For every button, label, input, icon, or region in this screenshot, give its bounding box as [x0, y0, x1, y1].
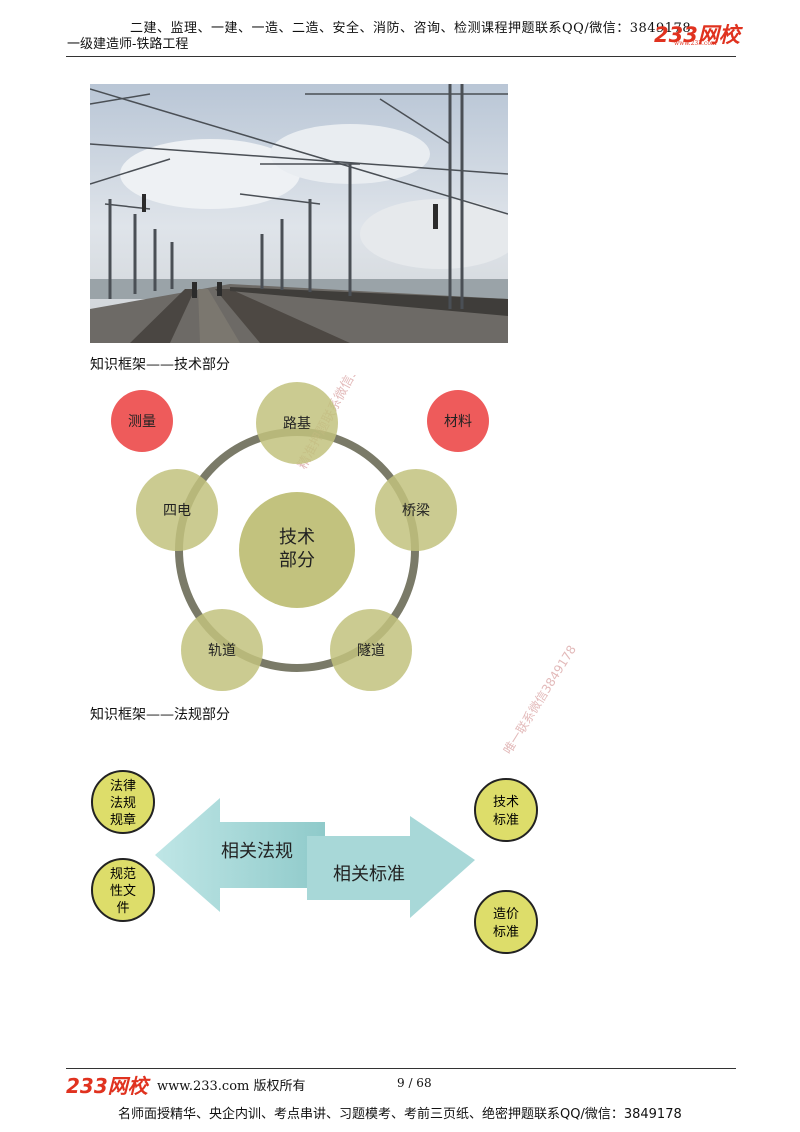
arrow-standards-label: 相关标准: [333, 864, 405, 885]
node-bridge-label: 桥梁: [402, 503, 430, 519]
node-four-electric: [136, 469, 218, 551]
circle-tech-line1: 技术: [493, 795, 519, 810]
brand-logo: 233网校: [654, 23, 740, 47]
arrow-regulations: [155, 798, 325, 912]
node-track-label: 轨道: [208, 643, 236, 659]
circle-laws-line1: 法律: [110, 779, 136, 794]
node-track: [181, 609, 263, 691]
node-survey: [111, 390, 173, 452]
header-promo: 二建、监理、一建、一造、二造、安全、消防、咨询、检测课程押题联系QQ/微信：38…: [130, 21, 692, 36]
railway-catenary-photo: [90, 84, 508, 343]
caption-law-framework: 知识框架——法规部分: [90, 707, 230, 723]
arrow-regulations-label: 相关法规: [221, 841, 293, 862]
footer-promo: 名师面授精华、央企内训、考点串讲、习题模考、考前三页纸、绝密押题联系QQ/微信：…: [118, 1107, 682, 1122]
header-subtitle: 一级建造师-铁路工程: [67, 37, 189, 52]
footer-divider: [66, 1068, 736, 1069]
node-materials-label: 材料: [444, 414, 472, 430]
center-label-line2: 部分: [279, 550, 315, 571]
header-divider: [66, 56, 736, 57]
circle-normative-line2: 性文: [110, 884, 136, 899]
circle-normative-docs: [91, 858, 155, 922]
node-survey-label: 测量: [128, 414, 156, 430]
circle-normative-line3: 件: [116, 901, 129, 916]
brand-logo-sub: www.233.com: [674, 40, 717, 47]
center-label-line1: 技术: [279, 527, 315, 548]
arrow-standards: [307, 816, 475, 918]
node-subgrade-label: 路基: [283, 415, 311, 432]
center-node: [239, 492, 355, 608]
footer-logo: 233网校: [66, 1074, 148, 1098]
circle-normative-line1: 规范: [110, 867, 136, 882]
node-subgrade: [256, 382, 338, 464]
page-number: 9 / 68: [397, 1076, 432, 1090]
watermark-2: 唯一联系微信3849178: [501, 643, 579, 757]
node-four-electric-label: 四电: [163, 503, 191, 519]
circle-tech-standards: [474, 778, 538, 842]
circle-cost-line1: 造价: [493, 907, 519, 922]
watermark-2-layer: 唯一联系微信3849178: [501, 643, 579, 757]
circle-tech-line2: 标准: [493, 813, 519, 828]
node-materials: [427, 390, 489, 452]
node-tunnel: [330, 609, 412, 691]
circle-laws: [91, 770, 155, 834]
node-bridge: [375, 469, 457, 551]
circle-laws-line3: 规章: [110, 812, 136, 828]
caption-tech-framework: 知识框架——技术部分: [90, 357, 230, 373]
tech-knowledge-diagram: 精准押题联系微信3849178 测量 材料 技术 部分 路基 桥梁 隧道 轨道 …: [111, 375, 489, 691]
circle-cost-line2: 标准: [493, 925, 519, 940]
circle-cost-standards: [474, 890, 538, 954]
footer-site: www.233.com 版权所有: [157, 1079, 306, 1094]
node-tunnel-label: 隧道: [357, 643, 385, 659]
circle-laws-line2: 法规: [110, 796, 136, 811]
law-knowledge-diagram: 相关法规 相关标准 法律 法规 规章 规范 性文 件 技术 标准 造价 标准: [91, 770, 538, 954]
